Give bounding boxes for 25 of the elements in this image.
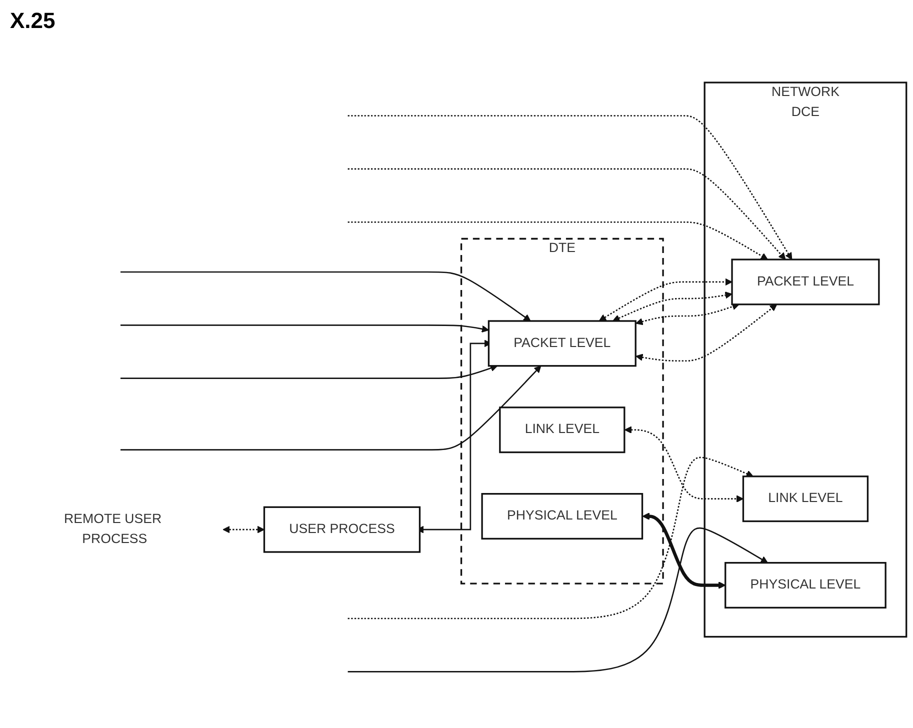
arrow <box>642 512 726 589</box>
arrow <box>222 526 265 534</box>
arrow <box>636 303 740 326</box>
arrow <box>348 115 792 260</box>
arrow <box>612 292 732 322</box>
arrow <box>624 426 744 502</box>
node-box: PHYSICAL LEVEL <box>724 562 886 608</box>
arrow <box>120 364 498 379</box>
arrow <box>348 456 754 620</box>
arrow <box>120 366 542 450</box>
node-box: PACKET LEVEL <box>731 258 880 306</box>
protocol-label: X.25 <box>10 8 56 33</box>
node-box: USER PROCESS <box>263 506 421 553</box>
arrow <box>348 168 786 260</box>
node-box: LINK LEVEL <box>742 476 869 522</box>
arrow <box>120 271 531 322</box>
node-box: PACKET LEVEL <box>488 320 636 367</box>
arrow <box>120 324 490 333</box>
node-box: LINK LEVEL <box>499 406 626 454</box>
arrow <box>636 304 778 362</box>
node-box: PHYSICAL LEVEL <box>481 493 644 540</box>
node-text: REMOTE USER PROCESS <box>64 512 162 546</box>
arrow <box>598 278 732 322</box>
arrow <box>348 528 768 672</box>
arrow <box>348 221 768 260</box>
